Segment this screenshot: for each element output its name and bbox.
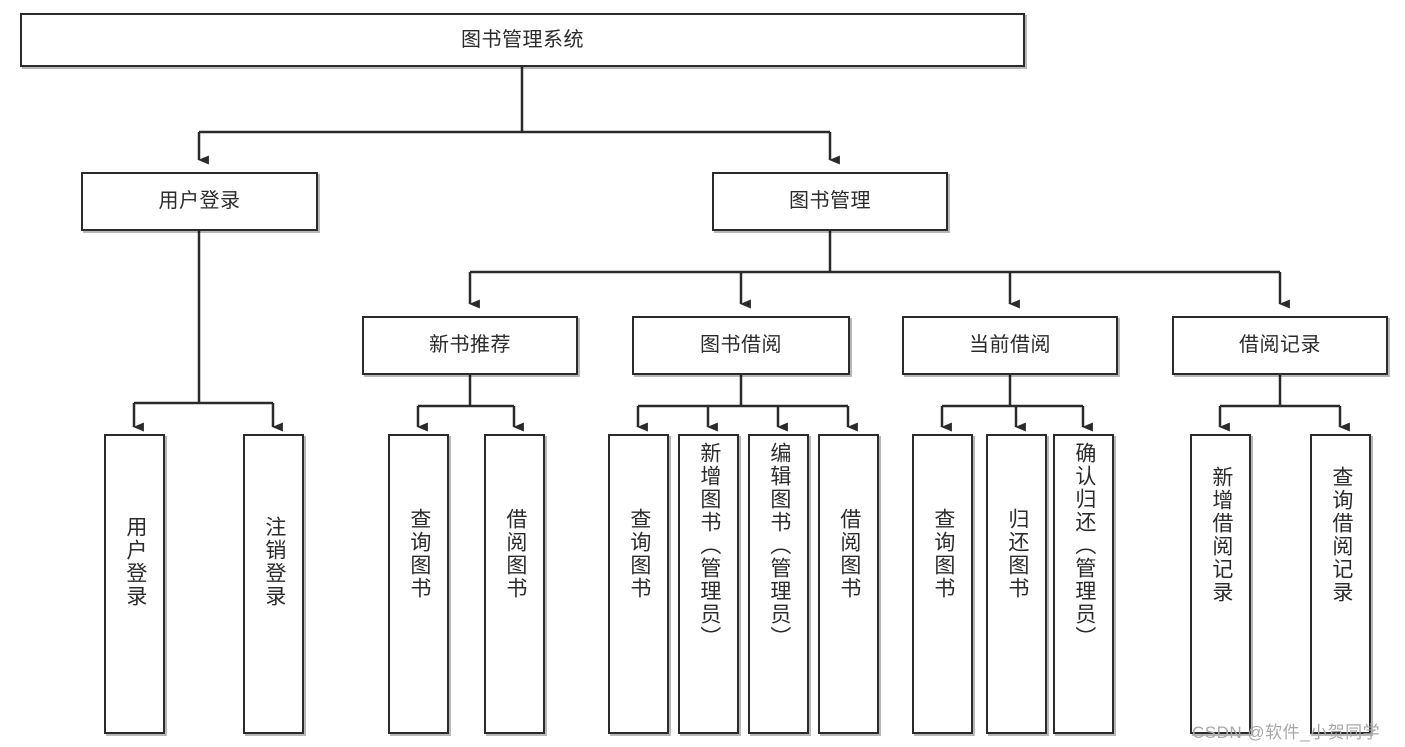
node-borrow-record-label: 借阅记录 <box>1239 334 1321 357</box>
leaf-user-login-label: 用户登录 <box>123 516 147 608</box>
node-user-login-label: 用户登录 <box>158 190 241 213</box>
node-new-book-rec[interactable]: 新书推荐 <box>362 316 578 375</box>
node-book-manage-label: 图书管理 <box>789 190 871 213</box>
leaf-edit-book-admin-label: 编辑图书（管理员） <box>767 442 791 649</box>
leaf-borrow-book-1[interactable]: 借阅图书 <box>484 434 545 734</box>
leaf-borrow-book-2[interactable]: 借阅图书 <box>818 434 879 734</box>
node-root[interactable]: 图书管理系统 <box>20 13 1025 67</box>
leaf-add-borrow-record[interactable]: 新增借阅记录 <box>1190 434 1251 734</box>
node-current-borrow[interactable]: 当前借阅 <box>902 316 1118 375</box>
leaf-borrow-book-2-label: 借阅图书 <box>837 508 861 600</box>
csdn-watermark: CSDN @软件_小贺同学 <box>1192 723 1381 742</box>
leaf-confirm-return-admin-label: 确认归还（管理员） <box>1072 442 1096 649</box>
node-new-book-rec-label: 新书推荐 <box>429 334 511 357</box>
node-root-label: 图书管理系统 <box>461 28 584 51</box>
leaf-confirm-return-admin[interactable]: 确认归还（管理员） <box>1053 434 1114 734</box>
leaf-edit-book-admin[interactable]: 编辑图书（管理员） <box>748 434 809 734</box>
leaf-borrow-book-1-label: 借阅图书 <box>503 508 527 600</box>
node-book-borrow-label: 图书借阅 <box>700 334 782 357</box>
leaf-add-book-admin[interactable]: 新增图书（管理员） <box>678 434 739 734</box>
leaf-return-book-label: 归还图书 <box>1005 508 1029 600</box>
node-user-login[interactable]: 用户登录 <box>81 172 318 231</box>
leaf-query-book-3-label: 查询图书 <box>931 508 955 600</box>
leaf-query-borrow-record-label: 查询借阅记录 <box>1329 466 1353 604</box>
leaf-query-book-1[interactable]: 查询图书 <box>388 434 449 734</box>
node-book-manage[interactable]: 图书管理 <box>712 172 948 231</box>
leaf-logout-login[interactable]: 注销登录 <box>243 434 304 734</box>
leaf-query-book-1-label: 查询图书 <box>407 508 431 600</box>
node-current-borrow-label: 当前借阅 <box>969 334 1051 357</box>
leaf-add-borrow-record-label: 新增借阅记录 <box>1209 466 1233 604</box>
node-borrow-record[interactable]: 借阅记录 <box>1172 316 1388 375</box>
leaf-logout-login-label: 注销登录 <box>262 516 286 608</box>
leaf-add-book-admin-label: 新增图书（管理员） <box>697 442 721 649</box>
leaf-query-book-2[interactable]: 查询图书 <box>608 434 669 734</box>
leaf-query-book-3[interactable]: 查询图书 <box>912 434 973 734</box>
leaf-return-book[interactable]: 归还图书 <box>986 434 1047 734</box>
leaf-user-login[interactable]: 用户登录 <box>104 434 165 734</box>
leaf-query-book-2-label: 查询图书 <box>627 508 651 600</box>
leaf-query-borrow-record[interactable]: 查询借阅记录 <box>1310 434 1371 734</box>
node-book-borrow[interactable]: 图书借阅 <box>632 316 850 375</box>
